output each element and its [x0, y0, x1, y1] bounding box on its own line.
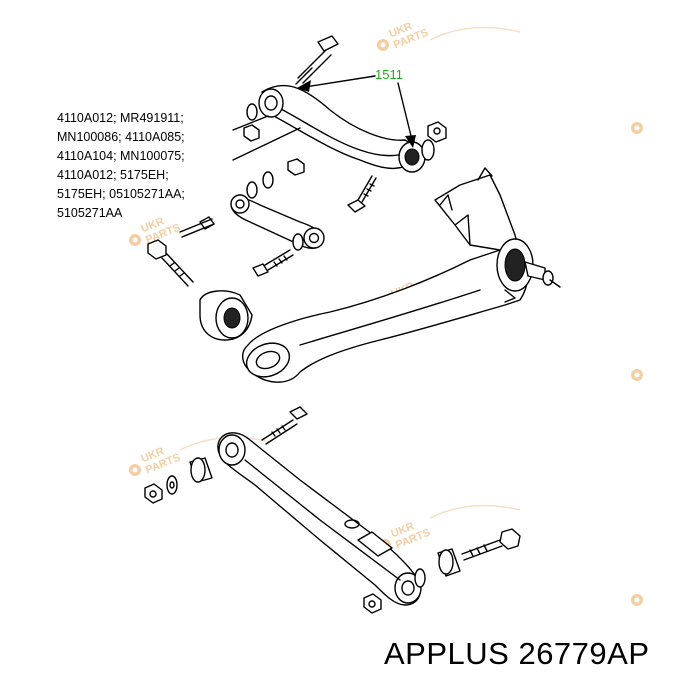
lower-control-arm	[144, 406, 521, 614]
part-number-line: 4110A012; MR491911;	[57, 111, 184, 125]
part-number-line: 4110A012; 5175EH;	[57, 168, 169, 182]
callout-label: 1511	[375, 67, 403, 82]
part-number-line: MN100086; 4110A085;	[57, 130, 185, 144]
part-number-list: 4110A012; MR491911; MN100086; 4110A085; …	[57, 111, 185, 220]
part-number-line: 5175EH; 05105271AA;	[57, 187, 185, 201]
lateral-link	[179, 158, 377, 277]
part-number-line: 5105271AA	[57, 206, 123, 220]
brand-part-label: APPLUS 26779AP	[384, 636, 650, 671]
leader-lines	[232, 115, 301, 161]
upper-control-arm	[243, 35, 447, 173]
bushing-parts-left	[147, 239, 253, 341]
part-number-line: 4110A104; MN100075;	[57, 149, 185, 163]
trailing-arm	[242, 167, 561, 383]
callout-arrows	[297, 75, 416, 148]
